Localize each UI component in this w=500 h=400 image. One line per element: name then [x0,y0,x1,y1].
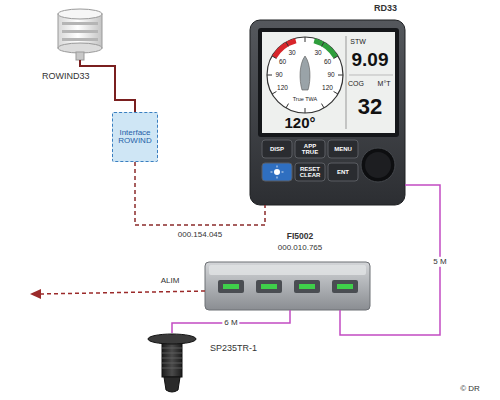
hub-top [209,265,366,275]
port-led [299,284,315,289]
sensor-slot [62,30,98,33]
port-led [261,284,277,289]
cable-label: 6 M [222,318,239,328]
cable-label: 000.154.045 [178,231,223,239]
part-name: ROWIND33 [42,72,90,81]
button-label: DISP [270,146,284,152]
button [295,140,325,158]
screen-reading: 9.09 [352,50,389,70]
dial-caption: True TWA [293,97,318,103]
transducer-flange [148,334,196,344]
sensor-area: ROWIND33 [40,8,125,90]
screen-caption: M°T [378,80,391,87]
dial-number: 30 [314,49,321,56]
wind-dial [267,37,343,113]
light-icon [274,169,280,175]
light-icon-rays [271,166,284,179]
starboard-sector [314,38,338,58]
port [256,280,282,293]
button-label: APP TRUE [296,143,324,156]
button [295,163,325,181]
dial-number: 90 [275,72,282,79]
dial-number: 120 [322,85,333,92]
port [332,280,358,293]
screen-frame [258,28,399,137]
display-bezel [250,20,405,205]
boat-symbol [300,56,310,90]
cable [115,90,135,112]
button [262,140,292,158]
button [328,163,358,181]
port-led [223,284,239,289]
sensor-cap [58,9,102,19]
screen-divider [346,36,347,129]
dial-number: 60 [279,59,286,66]
port-led [337,284,353,289]
cable-label: ALIM [161,277,180,285]
sensor-slot [62,38,98,41]
dial-ticks [267,37,343,113]
screen-reading: 32 [358,95,382,118]
part-name: FI5002 [287,232,313,241]
part-name: Interface ROWIND [118,129,151,146]
interface-box: Interface ROWIND [112,112,158,162]
screen [262,32,395,133]
sensor-stem [76,52,84,60]
rotary-knob-face [365,152,391,178]
button-label: RESET CLEAR [296,166,324,179]
screen-caption: COG [348,80,364,87]
transducer-body [162,341,182,377]
power-cable [40,291,205,294]
power-arrowhead [30,289,41,299]
transducer-area: SP235TR-1 [140,333,300,395]
dial-number: 60 [324,59,331,66]
hub-body [205,262,370,310]
button-label: MENU [334,146,352,152]
dial-number: 120 [277,85,288,92]
cable [340,185,440,335]
hub-area: FI5002000.010.765 [205,262,370,310]
screen-divider [349,75,393,76]
cable [135,162,265,225]
transducer-tip [164,377,180,392]
port [218,280,244,293]
button-label: ENT [337,169,349,175]
screen-reading: 120° [284,115,315,131]
port [294,280,320,293]
part-number: 000.010.765 [278,244,323,252]
dial-number: 30 [288,49,295,56]
speed-transducer [148,334,196,392]
sensor-slot [62,22,98,25]
screen-caption: STW [350,38,366,45]
button [328,140,358,158]
transducer-thread [162,348,182,368]
light-button [262,163,292,181]
display-unit [250,20,405,205]
cable [172,310,290,333]
cable-label: 5 M [431,257,448,267]
part-name: RD33 [374,4,397,13]
junction-box [205,262,370,310]
copyright: © DR [460,385,480,393]
rotary-knob [361,148,395,182]
port-sector [272,38,296,58]
part-name: SP235TR-1 [210,344,257,353]
dial-number: 90 [327,72,334,79]
